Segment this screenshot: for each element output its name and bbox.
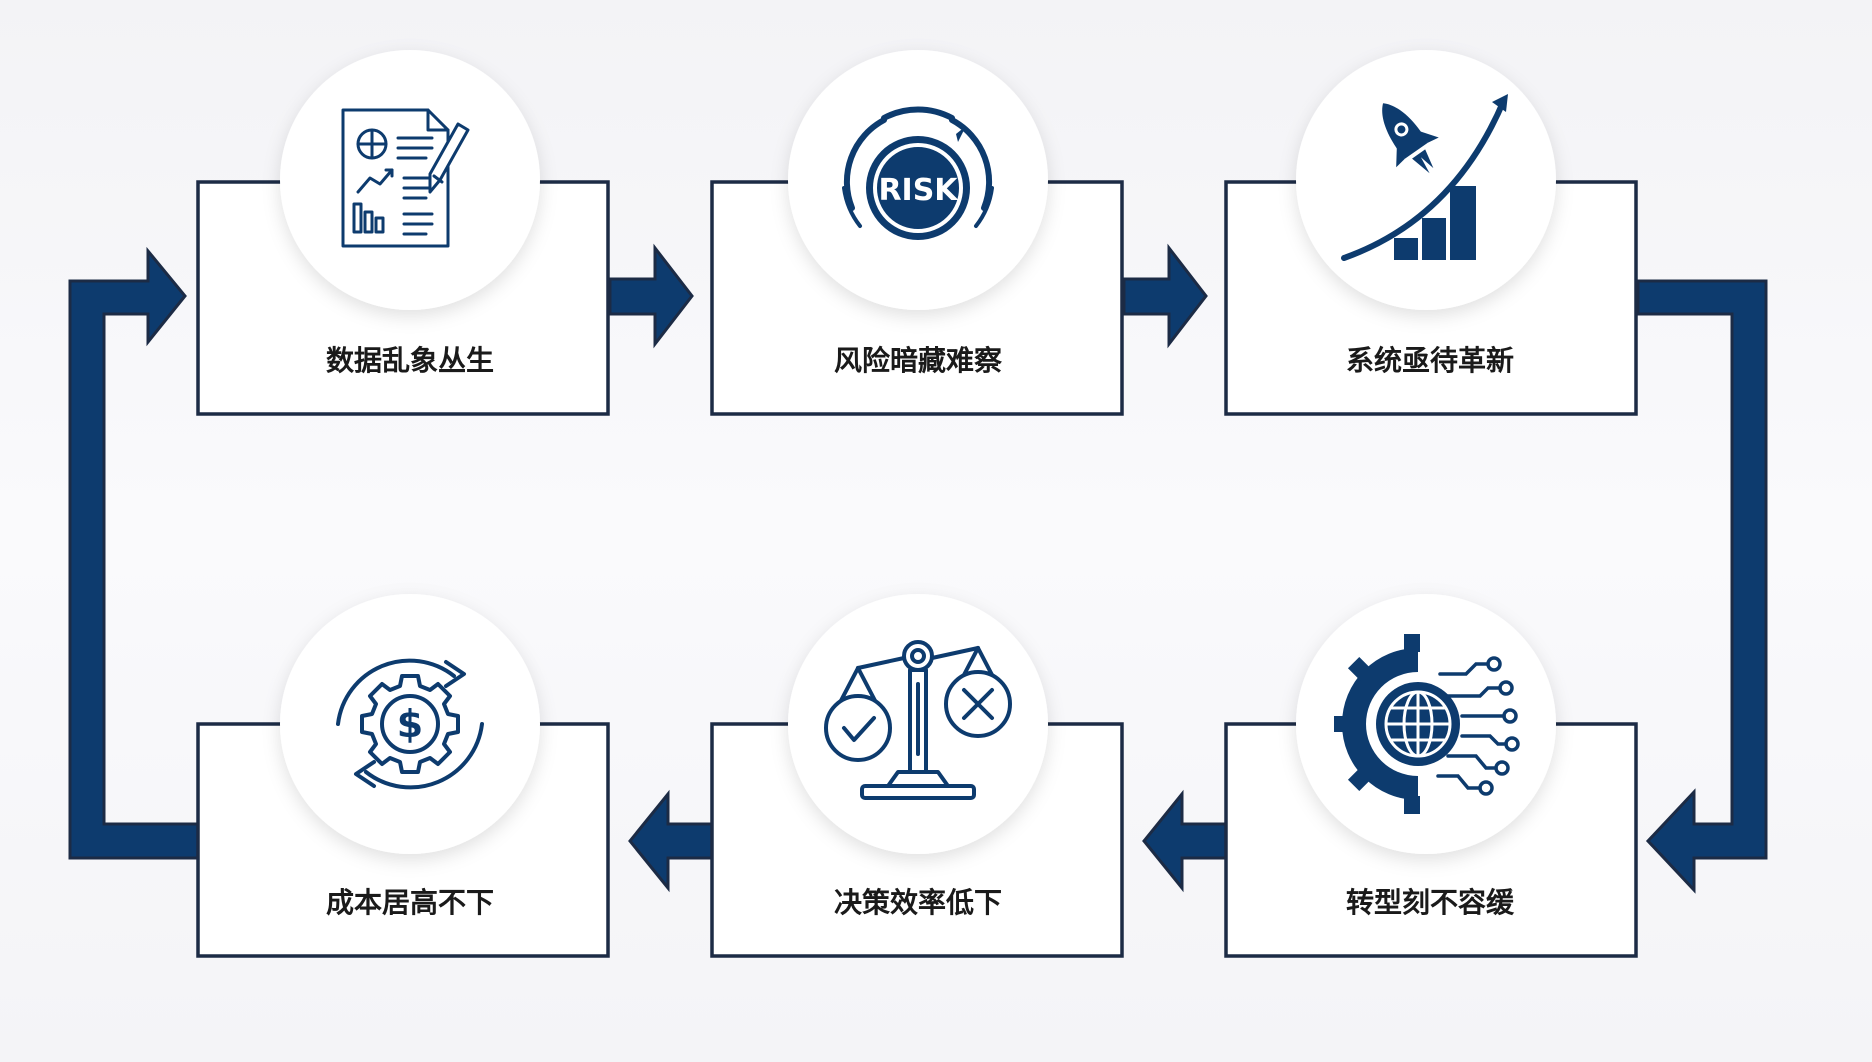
icon-circle-data-chaos	[280, 50, 540, 310]
risk-icon-text: RISK	[878, 173, 959, 208]
gear-globe-circuit-icon	[1334, 634, 1520, 814]
dollar-icon-text: $	[397, 702, 423, 746]
step-label-hidden-risk: 风险暗藏难察	[834, 344, 1003, 377]
document-chart-icon	[341, 108, 470, 248]
step-label-data-chaos: 数据乱象丛生	[326, 344, 494, 377]
step-label-high-cost: 成本居高不下	[326, 886, 494, 919]
dollar-gear-cycle-icon: $	[336, 658, 484, 790]
arrow-6-to-1	[68, 246, 200, 860]
arrow-4-to-5	[1142, 789, 1228, 893]
step-label-low-efficiency: 决策效率低下	[834, 886, 1002, 919]
icon-circle-system-renewal	[1296, 50, 1556, 310]
risk-gauge-icon: RISK	[842, 106, 994, 240]
arrow-1-to-2	[608, 243, 694, 349]
balance-scale-icon	[824, 640, 1012, 800]
arrow-3-to-4	[1636, 279, 1768, 894]
step-label-urgent-transform: 转型刻不容缓	[1346, 886, 1515, 919]
step-label-system-renewal: 系统亟待革新	[1346, 344, 1514, 377]
icon-circle-high-cost	[280, 594, 540, 854]
arrow-5-to-6	[628, 789, 714, 893]
rocket-growth-icon	[1341, 94, 1508, 261]
arrow-2-to-3	[1122, 243, 1208, 349]
